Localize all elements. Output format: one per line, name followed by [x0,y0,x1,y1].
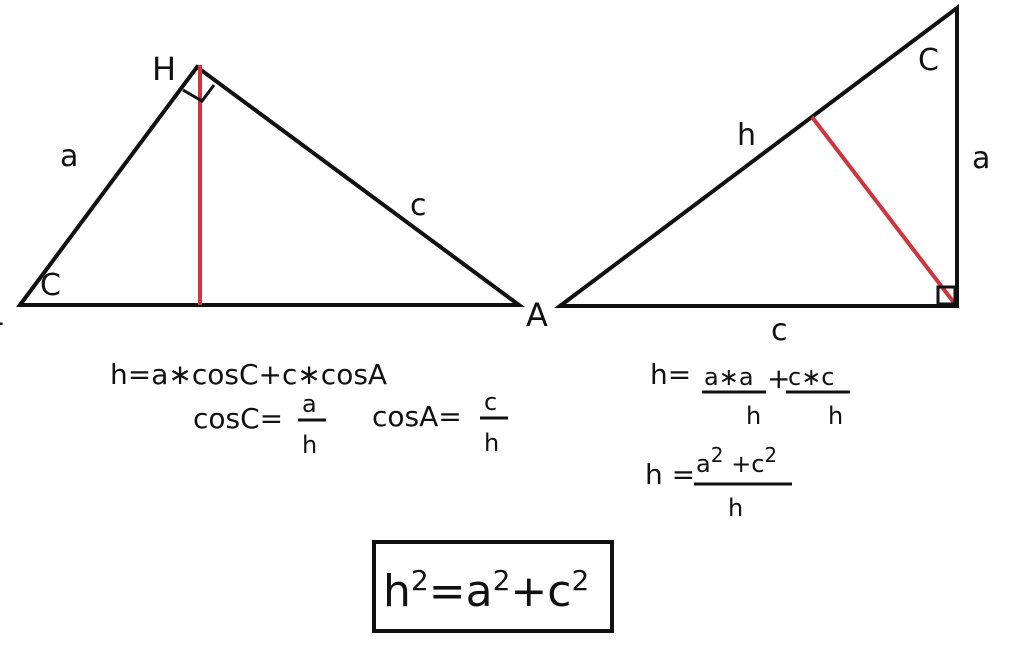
left-formulas: h=a∗cosC+c∗cosA cosC= a h cosA= c h [110,358,508,459]
final-exp-h: 2 [411,564,429,597]
formula-cosA-num: c [484,388,497,416]
final-exp-a: 2 [493,564,511,597]
label-side-c-bottom: c [771,313,788,348]
left-triangle-outline [16,64,526,307]
formula-cosC-num: a [302,390,317,418]
final-plus-c: +c [510,566,571,617]
label-side-a-right: a [972,141,990,176]
formula-cosC-lhs: cosC= [193,402,283,435]
right-triangle: A C h a c [526,3,990,348]
final-formula-box: h2=a2+c2 [372,540,614,633]
formula-h-sum: h=a∗cosC+c∗cosA [110,358,387,391]
formula-r2-num: a2 +c2 [696,443,777,478]
formula-r1-frac2-den: h [828,402,843,430]
final-formula: h2=a2+c2 [383,564,589,617]
formula-r2-num-a: a [696,450,711,478]
formula-r2-lhs: h = [645,458,695,491]
label-vertex-A: A [526,296,548,334]
right-formulas: h= a∗a h + c∗c h h = a2 +c2 h [645,358,850,522]
formula-r1-frac2-num: c∗c [788,363,835,391]
formula-r2-num-exp1: 2 [711,443,724,467]
label-angle-C-right: C [918,43,939,78]
label-vertex-H: H [152,50,176,88]
final-exp-c: 2 [571,564,589,597]
right-triangle-outline [554,3,959,308]
formula-r1-frac1-den: h [746,402,761,430]
formula-r1-plus: + [767,362,790,395]
label-side-h: h [737,118,756,153]
formula-r2-num-exp2: 2 [764,443,777,467]
left-triangle: H C a c L [0,50,526,333]
formula-r1-frac1-num: a∗a [704,363,754,391]
formula-r2-num-plus: +c [723,450,764,478]
final-h: h [383,566,411,617]
formula-r2-den: h [728,494,743,522]
formula-r1-lhs: h= [650,358,691,391]
label-side-a-left: a [60,139,78,174]
label-side-c-left: c [410,188,427,223]
final-eq-a: =a [429,566,493,617]
formula-cosC-den: h [302,431,317,459]
left-right-angle-mark [182,84,216,103]
right-right-angle-mark [936,285,957,306]
formula-cosA-lhs: cosA= [372,400,462,433]
formula-cosA-den: h [484,429,499,457]
final-formula-frame [372,540,614,633]
right-altitude-line [810,115,957,306]
label-angle-C-left: C [40,268,61,303]
label-edge-fragment: L [0,298,3,333]
